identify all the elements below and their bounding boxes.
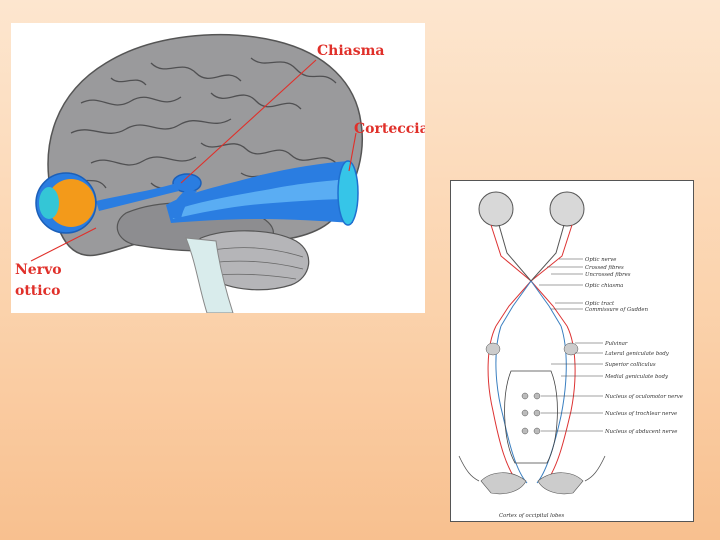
label-nucleus-oculomotor: Nucleus of oculomotor nerve: [604, 394, 683, 400]
nervo-leader-line: [30, 227, 97, 262]
label-superior-colliculus: Superior colliculus: [605, 362, 656, 368]
label-optic-tract: Optic tract: [585, 301, 615, 307]
cranial-nuclei: [521, 392, 541, 435]
visual-cortex: [337, 160, 359, 226]
optic-nerve: [96, 183, 179, 211]
label-commissure-of-gudden: Commissure of Gudden: [585, 307, 649, 313]
nervo-ottico-label-line1: Nervo: [15, 262, 62, 278]
label-uncrossed-fibres: Uncrossed fibres: [585, 272, 631, 278]
pathway-schematic: Optic nerve Crossed fibres Uncrossed fib…: [458, 191, 683, 519]
brainstem-outline: [504, 370, 558, 464]
right-eye: [549, 191, 585, 227]
brain-illustration: Chiasma Corteccia Nervo ottico: [15, 34, 425, 313]
label-nucleus-abducent: Nucleus of abducent nerve: [604, 429, 677, 435]
label-lateral-geniculate-body: Lateral geniculate body: [604, 351, 670, 357]
corteccia-label: Corteccia: [354, 121, 425, 137]
label-leaders: [539, 258, 603, 432]
geniculate-bodies: [485, 342, 579, 356]
label-crossed-fibres: Crossed fibres: [585, 265, 624, 271]
caption-cortex-occipital-lobes: Cortex of occipital lobes: [499, 513, 565, 519]
label-optic-chiasma: Optic chiasma: [585, 283, 623, 289]
label-pulvinar: Pulvinar: [604, 341, 628, 347]
eye-cornea: [39, 187, 59, 219]
visual-pathway-schematic-figure: Optic nerve Crossed fibres Uncrossed fib…: [450, 180, 694, 522]
chiasma-leader-line: [180, 59, 317, 184]
label-optic-nerve: Optic nerve: [585, 257, 616, 263]
left-eye: [478, 191, 514, 227]
chiasma-label: Chiasma: [317, 43, 384, 59]
left-occipital-cortex: [480, 472, 527, 495]
corteccia-leader-line: [348, 132, 357, 172]
eye-lens: [47, 179, 95, 227]
brain-visual-pathway-figure: Chiasma Corteccia Nervo ottico: [11, 23, 425, 313]
brainstem: [185, 237, 234, 313]
label-nucleus-trochlear: Nucleus of trochlear nerve: [604, 411, 677, 417]
right-occipital-cortex: [537, 472, 584, 495]
nervo-ottico-label-line2: ottico: [15, 283, 60, 299]
label-medial-geniculate-body: Medial geniculate body: [604, 374, 669, 380]
